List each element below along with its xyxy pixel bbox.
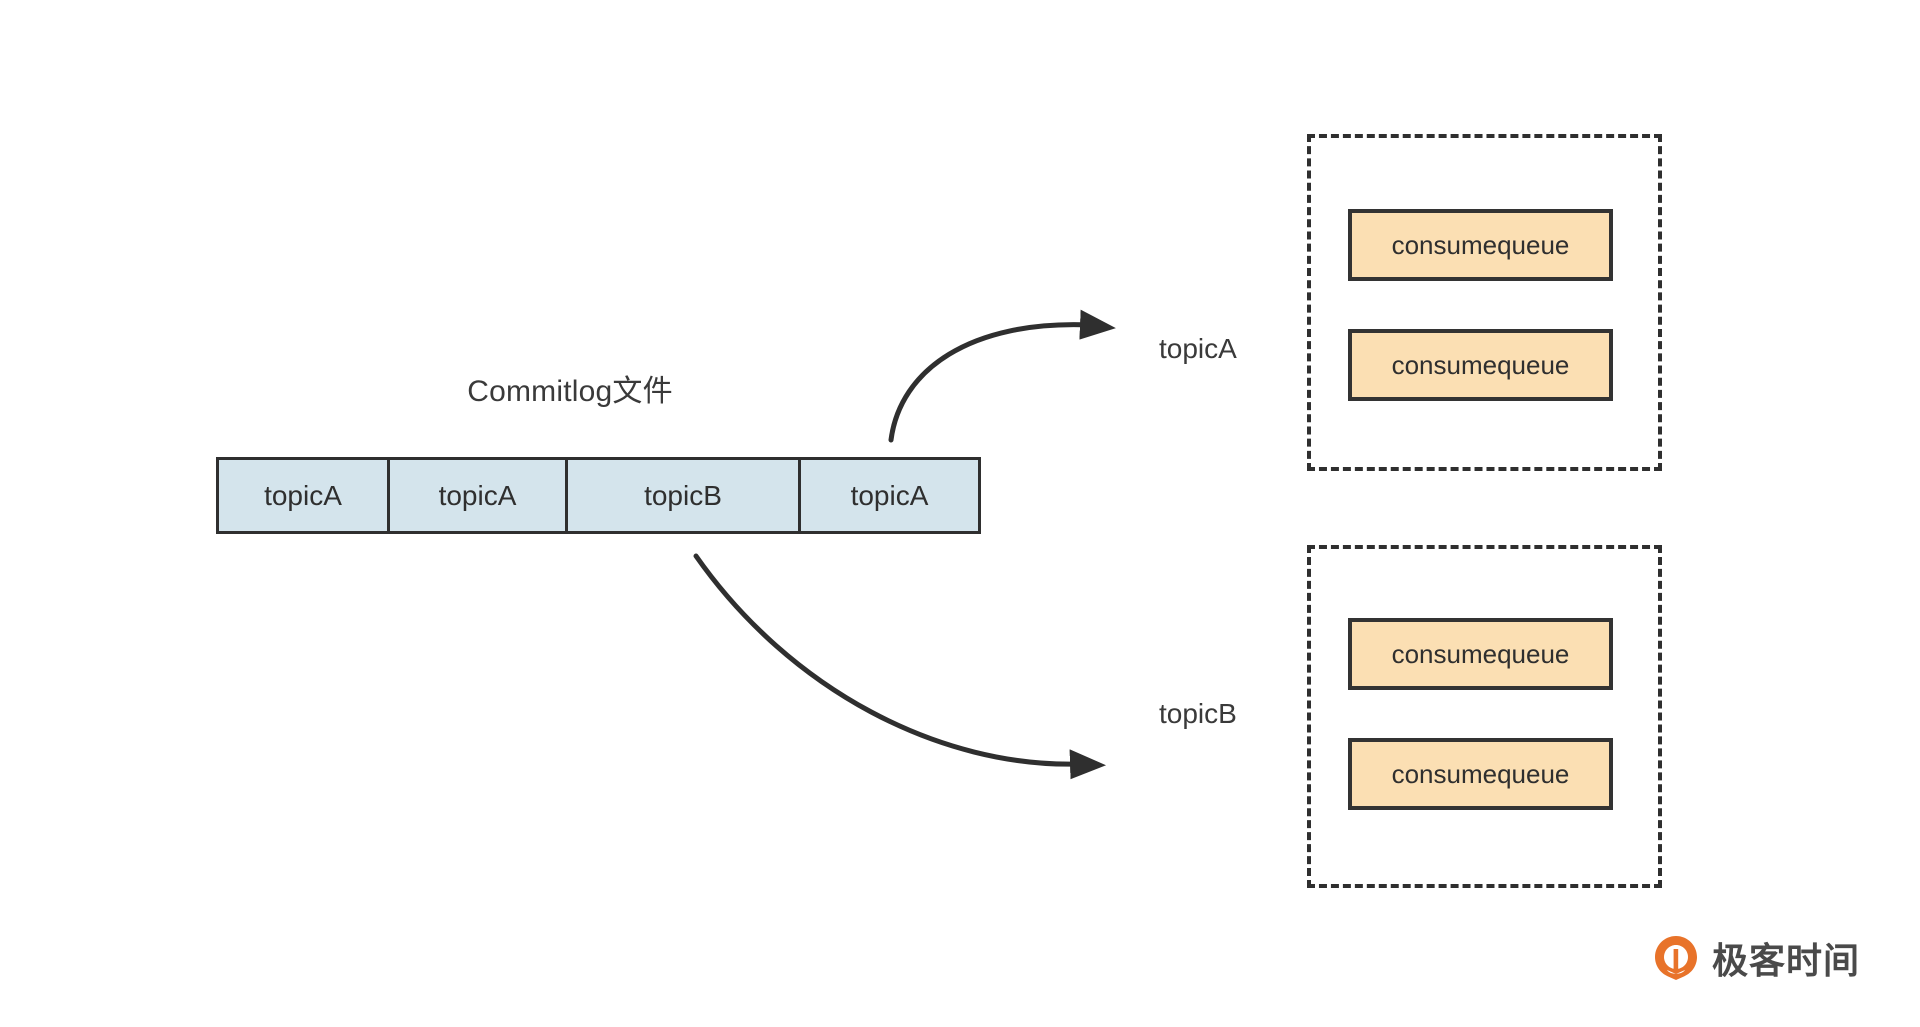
arrow-to-topic-a [888,309,1116,443]
arrow-to-topic-b [693,553,1107,780]
geektime-logo-icon [1655,936,1697,980]
commitlog-cell: topicA [219,460,390,531]
commitlog-cell: topicB [568,460,801,531]
consumequeue-box: consumequeue [1348,738,1613,810]
consumequeue-box: consumequeue [1348,329,1613,401]
commitlog-cell: topicA [390,460,568,531]
topic-b-group [1307,545,1662,888]
topic-a-label: topicA [1159,333,1237,364]
consumequeue-box: consumequeue [1348,618,1613,690]
commitlog-row: topicA topicA topicB topicA [216,457,981,534]
consumequeue-box: consumequeue [1348,209,1613,281]
topic-a-group [1307,134,1662,471]
watermark-logo: 极客时间 [1652,932,1860,984]
commitlog-title: Commitlog文件 [467,375,673,408]
commitlog-cell: topicA [801,460,978,531]
watermark-text: 极客时间 [1712,940,1861,981]
topic-b-label: topicB [1159,698,1237,729]
